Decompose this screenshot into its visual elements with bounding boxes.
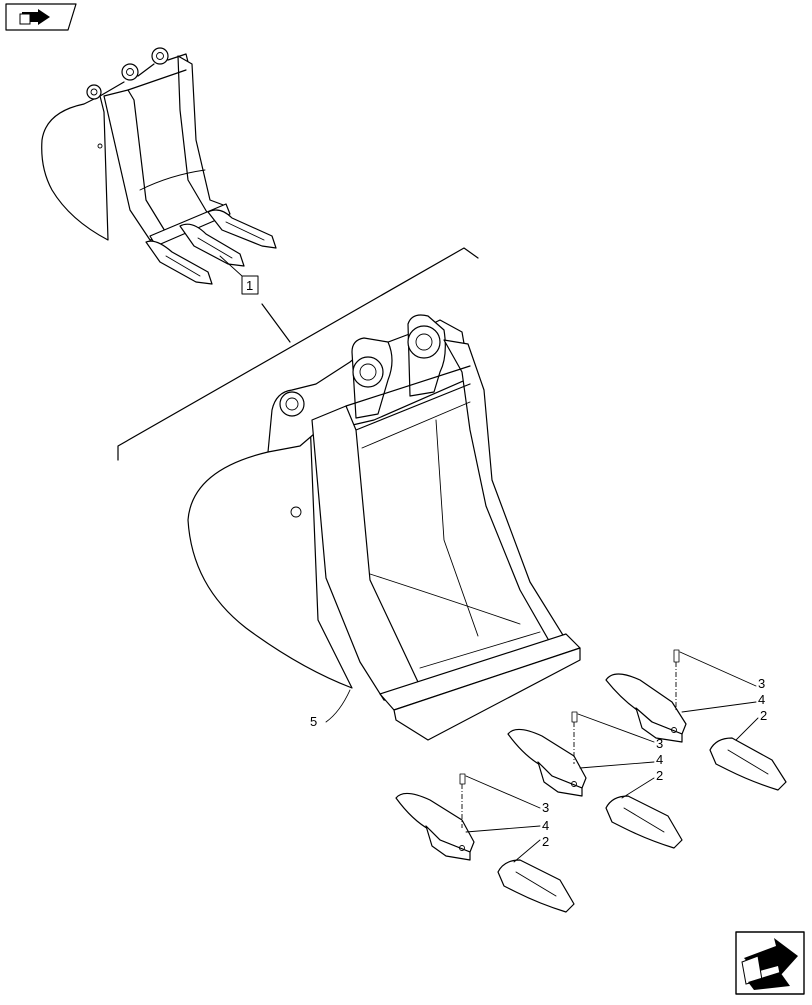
tooth-1-point [497, 859, 575, 913]
tooth-group-3: 3 4 2 [605, 649, 787, 791]
callout-5-label: 5 [310, 714, 317, 729]
bucket-assembly-thumbnail [41, 47, 277, 285]
lug-ring-middle [351, 337, 393, 419]
tooth-1-pin [459, 773, 466, 828]
tooth-2-pin-callout: 3 [656, 736, 663, 751]
prev-page-arrow-icon[interactable] [5, 3, 77, 31]
tooth-3-point [709, 737, 787, 791]
next-page-arrow-icon[interactable] [735, 931, 805, 995]
callout-1-label: 1 [246, 278, 253, 293]
tooth-2-pin [571, 711, 578, 764]
tooth-1-pin-callout: 3 [542, 800, 549, 815]
tooth-1-point-callout: 2 [542, 834, 549, 849]
tooth-2-point-callout: 2 [656, 768, 663, 783]
tooth-3-adapter [605, 673, 687, 743]
lug-ring-left [279, 391, 305, 417]
tooth-3-point-callout: 2 [760, 708, 767, 723]
callout-5: 5 [310, 689, 351, 729]
lug-ring-right [407, 314, 446, 397]
tooth-group-1: 3 4 2 [395, 773, 575, 913]
tooth-2-point [605, 795, 683, 849]
tooth-group-2: 3 4 2 [507, 711, 683, 849]
tooth-2-adapter [507, 728, 587, 797]
tooth-3-pin-callout: 3 [758, 676, 765, 691]
callout-1: 1 [219, 255, 259, 295]
bucket-large [187, 314, 581, 741]
assembly-bracket [117, 247, 479, 461]
tooth-2-adapter-callout: 4 [656, 752, 663, 767]
tooth-1-adapter-callout: 4 [542, 818, 549, 833]
tooth-3-adapter-callout: 4 [758, 692, 765, 707]
tooth-1-adapter [395, 792, 475, 861]
tooth-3-pin [673, 649, 680, 710]
